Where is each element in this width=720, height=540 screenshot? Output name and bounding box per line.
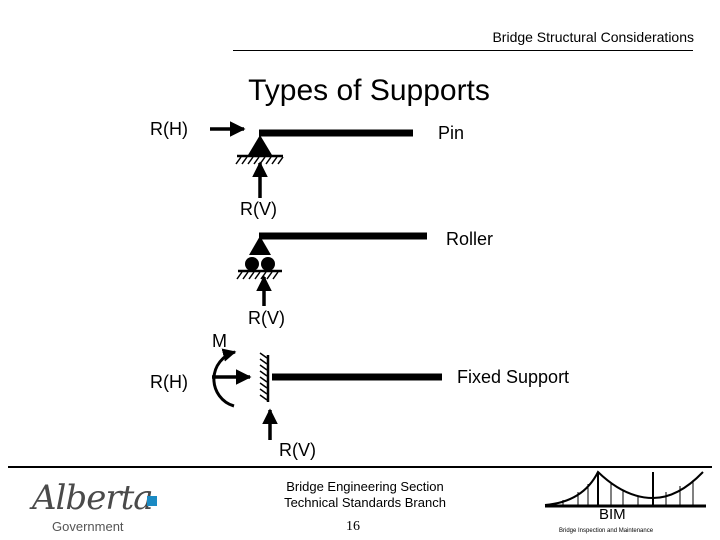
fixed-rh-label: R(H) [150,372,188,392]
roller-wheel-right [261,257,275,271]
alberta-government-text: Government [52,519,124,534]
slide-title: Types of Supports [248,74,490,107]
footer-line-section: Bridge Engineering Section [286,479,444,494]
roller-rv-label: R(V) [248,308,285,328]
alberta-wordmark: Alberta [32,478,153,518]
pin-label: Pin [438,123,465,143]
header-rule [233,50,693,51]
page-number: 16 [346,519,360,534]
fixed-support-label: Fixed Support [457,367,570,387]
footer-org: Bridge Engineering Section Technical Sta… [240,479,490,511]
fixed-moment-label: M [212,331,227,351]
fixed-wall-hatch [259,352,268,401]
fixed-support [212,348,442,440]
pin-support [210,121,413,198]
pin-ground-hatch [235,156,284,165]
pin-triangle [248,135,272,155]
roller-triangle [249,236,271,255]
roller-ground-hatch [236,271,279,280]
pin-rh-label: R(H) [150,119,188,139]
alberta-government-logo: Alberta Government [32,478,162,536]
pin-rv-label: R(V) [240,199,277,219]
roller-support [236,232,427,306]
alberta-square-icon [147,496,157,506]
footer-rule [8,466,712,468]
fixed-rv-label: R(V) [279,440,316,460]
bim-logo: BIM Bridge Inspection and Maintenance [543,470,708,538]
bim-wordmark: BIM [599,506,626,523]
footer-line-branch: Technical Standards Branch [284,495,446,510]
bim-bridge-icon [544,470,706,508]
header-title: Bridge Structural Considerations [492,29,694,45]
roller-wheel-left [245,257,259,271]
roller-label: Roller [446,229,494,249]
fixed-moment-arrow [212,348,237,408]
bim-subtitle: Bridge Inspection and Maintenance [559,528,654,534]
